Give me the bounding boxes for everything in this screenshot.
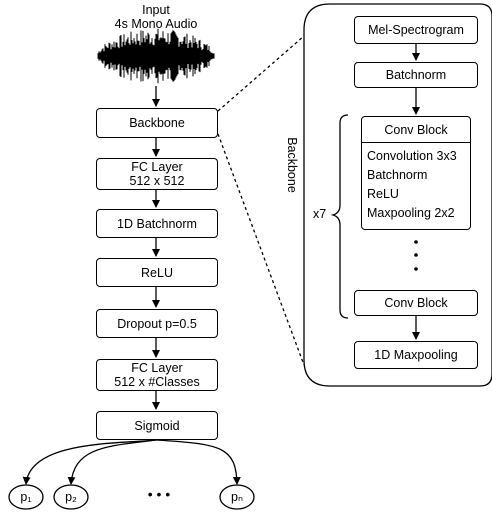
input-title: Input [142,3,170,17]
batchnorm-1d-box: 1D Batchnorm [96,209,218,238]
zoom-line-top [217,35,305,112]
panel-batchnorm-box: Batchnorm [354,62,478,88]
fc-layer-1-title: FC Layer [131,160,183,174]
dropout-box: Dropout p=0.5 [96,309,218,338]
maxpooling-1d-box: 1D Maxpooling [354,341,478,369]
output-ellipsis: • • • [147,486,171,502]
output-node-p1 [8,484,44,510]
conv-block-header: Conv Block [362,117,470,143]
fc-layer-2-box: FC Layer 512 x #Classes [96,359,218,391]
mel-spectrogram-label: Mel-Spectrogram [368,23,464,37]
conv-block-collapsed-label: Conv Block [384,296,448,310]
fc-layer-2-title: FC Layer [131,361,183,375]
mel-spectrogram-box: Mel-Spectrogram [354,16,478,44]
conv-item-convolution: Convolution 3x3 [367,149,457,163]
audio-waveform-icon [97,28,215,84]
sigmoid-box: Sigmoid [96,411,218,440]
relu-box: ReLU [96,258,218,287]
fc-layer-2-dims: 512 x #Classes [114,375,200,389]
repeat-brace [330,114,349,319]
output-pN-label: pₙ [231,490,243,504]
backbone-panel-label: Backbone [285,137,299,193]
fc-layer-1-dims: 512 x 512 [129,174,185,188]
arrow-to-pN [155,439,241,485]
backbone-box: Backbone [96,108,218,138]
conv-item-relu: ReLU [367,187,399,201]
conv-item-batchnorm: Batchnorm [367,168,428,182]
conv-block-collapsed: Conv Block [354,290,478,316]
output-p2-label: p₂ [65,490,77,504]
arrow-to-p2 [67,439,157,485]
backbone-panel-outline [303,3,492,387]
conv-block-expanded: Conv Block Convolution 3x3 Batchnorm ReL… [361,116,471,230]
sigmoid-label: Sigmoid [134,418,180,433]
batchnorm-1d-label: 1D Batchnorm [117,216,197,231]
output-p1-label: p₁ [20,490,32,504]
zoom-line-bottom [217,133,305,366]
backbone-box-label: Backbone [129,116,185,130]
relu-label: ReLU [141,265,173,280]
conv-item-maxpooling: Maxpooling 2x2 [367,206,455,220]
dropout-label: Dropout p=0.5 [117,316,197,331]
input-subtitle: 4s Mono Audio [114,17,198,31]
arrow-to-p1 [22,439,157,485]
fc-layer-1-box: FC Layer 512 x 512 [96,158,218,190]
conv-ellipsis-dots [414,240,418,271]
maxpooling-1d-label: 1D Maxpooling [374,348,458,362]
output-node-p2 [53,484,89,510]
repeat-label: x7 [313,207,327,221]
panel-batchnorm-label: Batchnorm [385,68,447,82]
output-node-pN [219,484,255,510]
